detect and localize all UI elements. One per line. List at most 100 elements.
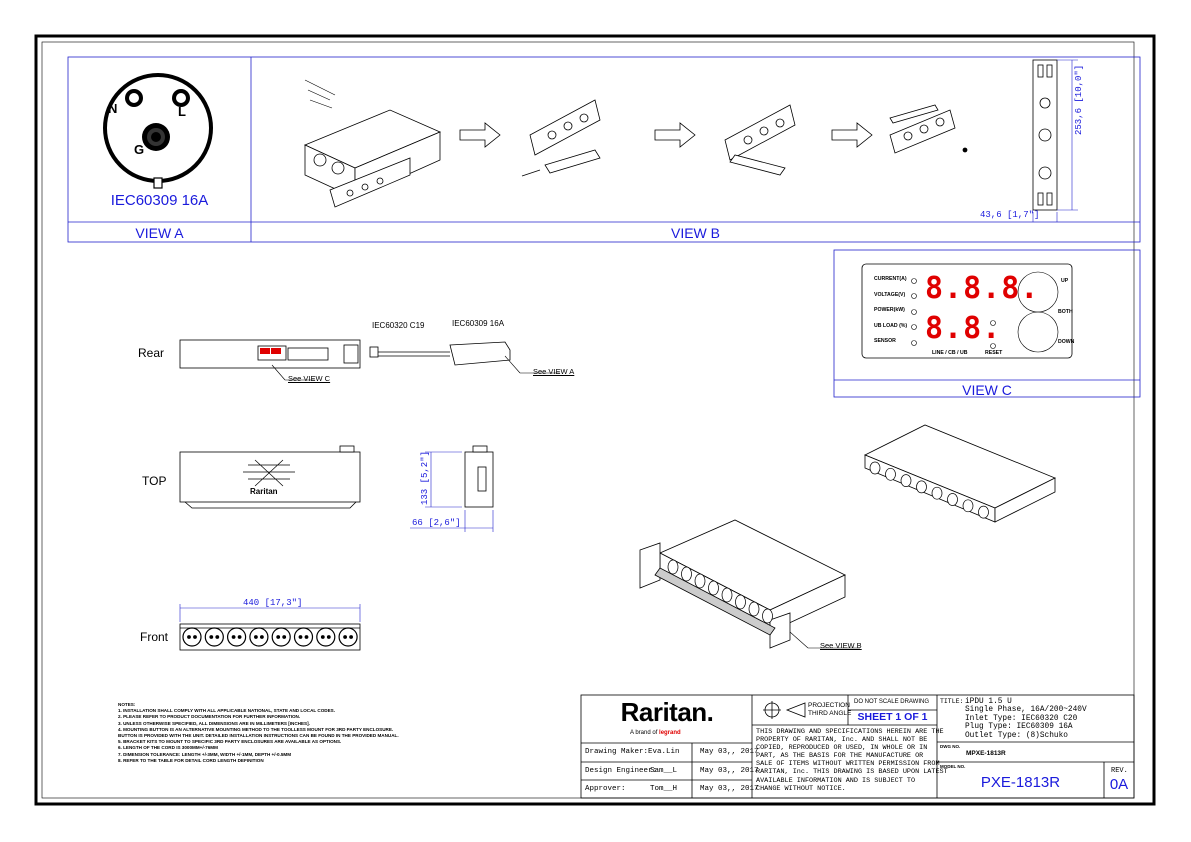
title-field-label: TITLE:: [940, 698, 964, 705]
iso-rack-outlet: [681, 566, 692, 582]
notes-block: NOTES: 1. INSTALLATION SHALL COMPLY WITH…: [118, 702, 399, 764]
model-no-label: MODEL NO.: [940, 764, 966, 769]
disclaimer-line: PROPERTY OF RARITAN, Inc. AND SHALL NOT …: [756, 736, 928, 745]
drawing-maker-name: Eva.Lin: [648, 748, 680, 756]
view-c-leds: [911, 271, 1059, 353]
display-mode-label: LINE / CB / UB: [932, 350, 968, 356]
view-b-width-dimension: 43,6 [1,7"]: [980, 210, 1040, 220]
disclaimer-line: AVAILABLE INFORMATION AND IS SUBJECT TO: [756, 776, 916, 785]
note-line: 4. MOUNTING BUTTON IS AN ALTERNATIVE MOU…: [118, 726, 394, 732]
title-block-lines: [580, 694, 1135, 799]
brand-subline: A brand of legrand: [630, 730, 681, 736]
indicator-ub-load: UB LOAD (%): [874, 322, 908, 329]
iso-outlet: [931, 486, 943, 500]
up-label: UP: [1061, 278, 1069, 284]
front-width-dimension: 440 [17,3"]: [243, 598, 303, 608]
iso-outlet: [978, 505, 989, 519]
led-display-bottom: 8.8.: [925, 311, 1002, 346]
front-outlet: [204, 627, 224, 647]
title-line: Plug Type: IEC60309 16A: [965, 723, 1073, 732]
see-view-c-callout: See VIEW C: [288, 374, 331, 383]
dwg-no-label: DWG NO.: [940, 744, 961, 749]
disclaimer-line: SALE OF ITEMS WITHOUT WRITTEN PERMISSION…: [756, 760, 940, 769]
title-line: iPDU 1.5 U: [965, 698, 1012, 706]
title-line: Outlet Type: (8)Schuko: [965, 731, 1068, 740]
led-display-top: 8.8.8.: [925, 271, 1040, 306]
top-logo: Raritan: [250, 487, 278, 496]
view-b-dimensions: [1032, 59, 1078, 222]
disclaimer-line: COPIED, REPRODUCED OR USED, IN WHOLE OR …: [756, 744, 928, 753]
design-engineer-name: Sam__L: [650, 767, 678, 775]
front-label: Front: [140, 630, 169, 644]
note-line: 6. LENGTH OF THE CORD IS 3000MM+/-76MM: [118, 745, 218, 751]
disclaimer-line: RARITAN, Inc. THIS DRAWING IS BASED UPON…: [756, 768, 948, 777]
top-side-dimensions: [410, 451, 494, 532]
view-b-height-dimension: 253,6 [10,0"]: [1074, 64, 1084, 135]
top-view-drawing: [179, 445, 361, 509]
disclaimer-line: CHANGE WITHOUT NOTICE.: [756, 784, 846, 793]
down-label: DOWN: [1058, 339, 1075, 345]
indicator-voltage: VOLTAGE(V): [874, 291, 906, 298]
note-line: 2. PLEASE REFER TO PRODUCT DOCUMENTATION…: [118, 714, 301, 720]
top-height-dimension: 133 [5,2"]: [420, 450, 430, 505]
approver-date: May 03,, 2017: [700, 785, 759, 793]
view-a-label: VIEW A: [135, 225, 184, 241]
rear-led-display: [260, 348, 281, 354]
notes-title: NOTES:: [118, 702, 136, 707]
top-depth-dimension: 66 [2,6"]: [412, 518, 461, 528]
brand-parent: legrand: [659, 730, 681, 736]
front-outlet: [182, 627, 202, 647]
iso-outlet: [962, 499, 974, 513]
indicator-sensor: SENSOR: [874, 338, 896, 344]
rev-value: 0A: [1109, 776, 1129, 793]
iso-rack-outlet: [667, 559, 679, 575]
do-not-scale-note: DO NOT SCALE DRAWING: [854, 699, 930, 705]
note-line: 8. REFER TO THE TABLE FOR DETAIL CORD LE…: [118, 757, 264, 763]
iso-outlet: [900, 474, 912, 487]
iso-view-top-right: [864, 424, 1056, 523]
front-dimension: [179, 604, 361, 622]
iso-outlet: [869, 461, 881, 475]
title-lines-block: iPDU 1.5 U Single Phase, 16A/200~240V In…: [965, 698, 1087, 740]
iso-outlet: [947, 493, 958, 506]
note-line: 5. BRACKET KITS TO MOUNT TO SPECIFIC 3RD…: [118, 739, 342, 745]
rear-view-drawing: [179, 339, 560, 381]
see-view-a-callout: See VIEW A: [533, 367, 575, 376]
title-line: Inlet Type: IEC60320 C20: [965, 714, 1078, 723]
drawing-maker-role: Drawing Maker:: [585, 748, 649, 756]
iso-rack-outlet: [694, 573, 706, 589]
projection-line-1: PROJECTION: [808, 702, 850, 709]
front-view-drawing: [179, 623, 361, 651]
iso-rack-outlet: [748, 601, 760, 617]
view-a-plug-caption: IEC60309 16A: [110, 192, 209, 209]
disclaimer-block: THIS DRAWING AND SPECIFICATIONS HEREIN A…: [756, 728, 948, 793]
front-outlet: [227, 627, 247, 647]
front-outlet: [249, 627, 269, 647]
iso-outlet: [885, 467, 896, 481]
approver-role: Approver:: [585, 785, 626, 793]
side-view-drawing: [464, 445, 494, 508]
view-b-steps: [303, 59, 1058, 211]
sheet-number: SHEET 1 OF 1: [857, 711, 928, 723]
pin-g-label: G: [134, 142, 145, 157]
indicator-current: CURRENT(A): [874, 276, 907, 282]
view-c-indicator-list: CURRENT(A) VOLTAGE(V) POWER(kW) UB LOAD …: [874, 276, 907, 354]
iso-view-rack: [639, 519, 860, 649]
note-line: 3. UNLESS OTHERWISE SPECIFIED, ALL DIMEN…: [118, 720, 310, 726]
front-outlet: [316, 627, 336, 647]
drawing-maker-date: May 03,, 2017: [700, 748, 759, 756]
reset-label: RESET: [985, 350, 1003, 356]
rev-label: REV.: [1111, 767, 1128, 775]
top-label: TOP: [142, 474, 167, 488]
front-outlet: [338, 627, 358, 647]
inlet-label: IEC60320 C19: [372, 321, 425, 330]
iso-rack-outlet: [735, 594, 746, 610]
see-view-b-callout: See VIEW B: [820, 641, 862, 650]
iso-outlet: [916, 480, 927, 494]
view-c-label: VIEW C: [962, 382, 1012, 398]
note-line: 1. INSTALLATION SHALL COMPLY WITH ALL AP…: [118, 708, 336, 714]
iso-rack-outlet: [708, 580, 719, 596]
iso-rack-outlet: [721, 587, 733, 603]
disclaimer-line: PART, AS THE BASIS FOR THE MANUFACTURE O…: [756, 752, 924, 761]
